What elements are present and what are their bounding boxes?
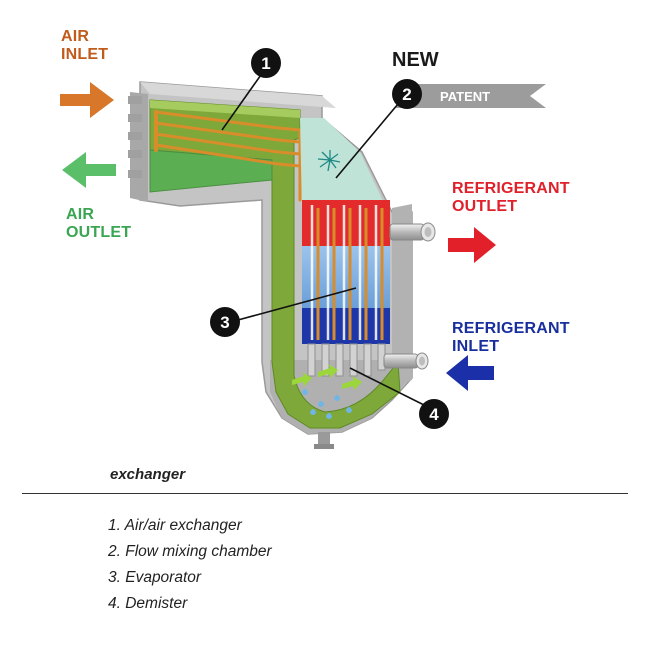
refrigerant-inlet-arrow xyxy=(446,355,494,391)
swirl-arrows xyxy=(292,364,362,390)
heat-exchanger-diagram: 1 2 3 4 NEW PATENT xyxy=(60,48,546,449)
refrigerant-inlet-label: REFRIGERANT INLET xyxy=(452,320,570,356)
divider xyxy=(22,493,628,494)
air-outlet-label-line-2: OUTLET xyxy=(66,224,132,241)
legend-item: 3. Evaporator xyxy=(108,569,202,586)
refrigerant-inlet-pipe xyxy=(383,352,429,370)
refrigerant-outlet-arrow xyxy=(448,227,496,263)
air-outlet-label: AIR OUTLET xyxy=(66,206,131,242)
callout-1: 1 xyxy=(261,54,270,73)
air-outlet-label-line-1: AIR xyxy=(66,206,95,223)
air-inlet-label-line-2: INLET xyxy=(61,46,109,63)
legend-list: 1. Air/air exchanger 2. Flow mixing cham… xyxy=(108,516,272,620)
callout-2: 2 xyxy=(402,85,411,104)
refrigerant-inlet-label-line-2: INLET xyxy=(452,338,500,355)
callout-4: 4 xyxy=(429,405,439,424)
new-label: NEW xyxy=(392,49,439,71)
mixing-fan xyxy=(317,150,341,172)
flow-mixing-chamber xyxy=(300,118,388,212)
legend-item: 4. Demister xyxy=(108,595,188,612)
legend-item: 1. Air/air exchanger xyxy=(108,517,242,534)
patent-banner xyxy=(396,84,546,108)
air-inlet-label: AIR INLET xyxy=(61,28,108,64)
condensate-droplets xyxy=(302,389,352,419)
legend-item: 2. Flow mixing chamber xyxy=(108,543,272,560)
figure-caption: exchanger xyxy=(110,466,186,483)
callout-markers: 1 2 3 4 xyxy=(210,48,449,429)
air-inlet-label-line-1: AIR xyxy=(61,28,90,45)
air-air-exchanger-tubes xyxy=(154,110,302,202)
refrigerant-inlet-label-line-1: REFRIGERANT xyxy=(452,320,570,337)
evaporator xyxy=(302,200,390,344)
air-outlet-arrow xyxy=(62,152,116,188)
air-inlet-arrow xyxy=(60,82,114,118)
leader-lines xyxy=(221,71,431,409)
refrigerant-outlet-pipe xyxy=(389,222,436,242)
refrigerant-outlet-label-line-2: OUTLET xyxy=(452,198,518,215)
duct-openings xyxy=(128,96,142,178)
callout-3: 3 xyxy=(220,313,229,332)
patent-label: PATENT xyxy=(440,89,490,104)
refrigerant-outlet-label: REFRIGERANT OUTLET xyxy=(452,180,570,216)
refrigerant-outlet-label-line-1: REFRIGERANT xyxy=(452,180,570,197)
